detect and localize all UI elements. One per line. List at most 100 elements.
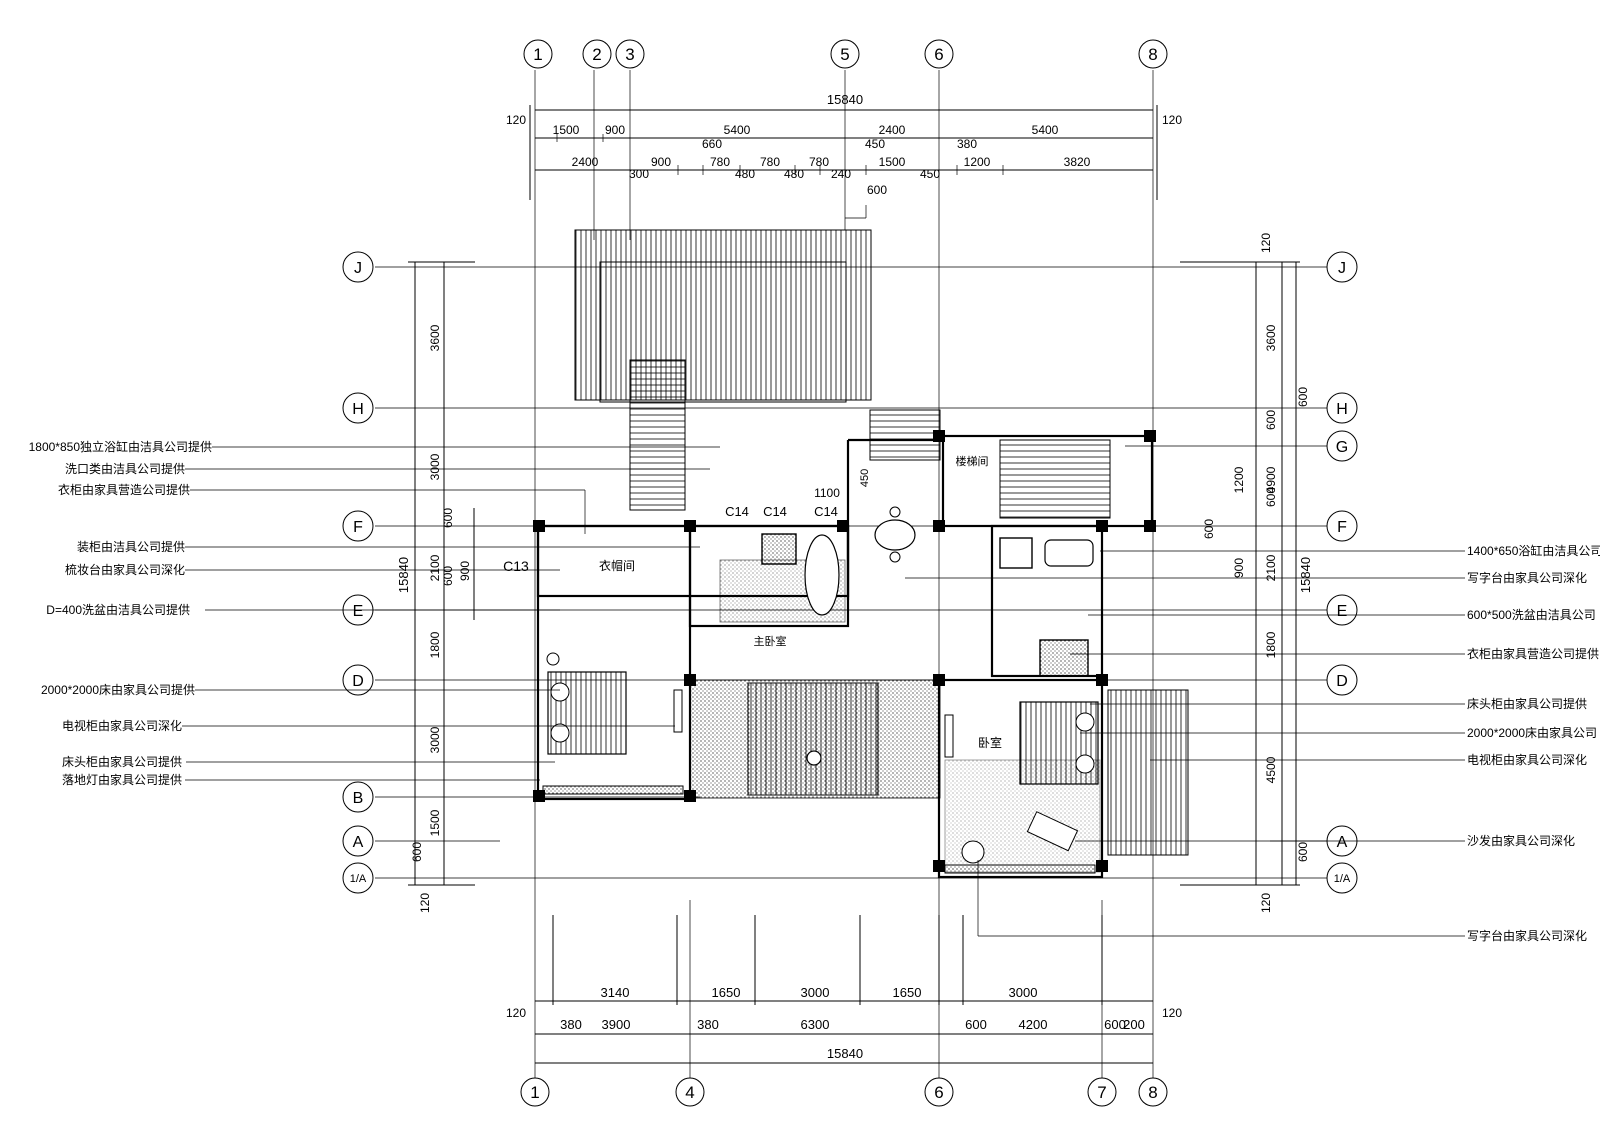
dim-t3-12: 3820 (1064, 155, 1091, 169)
right-tv-cabinet-icon (944, 714, 954, 758)
dim-t2-0: 660 (702, 137, 722, 151)
grid-bottom-4: 4 (685, 1083, 694, 1102)
dim-top-120-right: 120 (1162, 113, 1182, 127)
right-dims-text: 3600 600 600 1200 4900 600 600 900 2100 … (1202, 324, 1310, 862)
dim-t3-9: 1500 (879, 155, 906, 169)
dim-r-2: 600 (1264, 410, 1278, 430)
dim-t1-0: 1500 (553, 123, 580, 137)
dim-r-10: 4500 (1264, 756, 1278, 783)
dim-top-600: 600 (867, 183, 887, 197)
note-right-basin: 600*500洗盆由洁具公司 (1467, 608, 1596, 622)
grid-left-J: J (354, 260, 362, 277)
dim-bot-120-right: 120 (1162, 1006, 1182, 1020)
notes-right: 1400*650浴缸由洁具公司 写字台由家具公司深化 600*500洗盆由洁具公… (1467, 543, 1600, 943)
dim-t3-10: 450 (920, 167, 940, 181)
top-dim-row3: 2400 300 900 780 480 780 480 780 240 150… (572, 155, 1091, 181)
dim-t2-2: 380 (957, 137, 977, 151)
dim-r-0: 3600 (1264, 324, 1278, 351)
room-closet: 衣帽间 (599, 558, 635, 573)
note-left-bed: 2000*2000床由家具公司提供 (41, 682, 195, 697)
dim-b2-6: 600 (1104, 1017, 1126, 1032)
dim-l-4: 900 (458, 561, 472, 581)
grid-bubbles-right: J H G F E D A 1/A (1326, 251, 1358, 894)
dim-t3-6: 480 (784, 167, 804, 181)
dim-b1-0: 3140 (601, 985, 630, 1000)
dim-r-3: 1200 (1232, 466, 1246, 493)
note-right-sofa: 沙发由家具公司深化 (1467, 833, 1575, 848)
grid-left-B: B (353, 790, 364, 807)
note-left-cabinet: 装柜由洁具公司提供 (77, 539, 185, 554)
note-right-desk2: 写字台由家具公司深化 (1467, 928, 1587, 943)
dim-b2-0: 380 (560, 1017, 582, 1032)
left-dims-text: 3600 3000 600 2100 900 600 1800 3000 150… (410, 324, 472, 862)
dim-t3-1: 300 (629, 167, 649, 181)
dim-l-5: 600 (441, 566, 455, 586)
dim-t3-4: 480 (735, 167, 755, 181)
rug-ornament (806, 750, 822, 766)
dim-b2-1: 3900 (602, 1017, 631, 1032)
dim-top-120-left: 120 (506, 113, 526, 127)
grid-top-2: 2 (592, 45, 601, 64)
dim-b1-1: 1650 (712, 985, 741, 1000)
grid-left-F: F (353, 519, 363, 536)
grid-bubbles-bottom: 1 4 6 7 8 (520, 1077, 1168, 1107)
dim-b1-2: 3000 (801, 985, 830, 1000)
dim-r-7: 900 (1232, 558, 1246, 578)
bottom-dim-row2: 380 3900 380 6300 600 4200 600 200 (560, 1017, 1145, 1032)
top-dimensions (529, 105, 1158, 200)
note-left-floorlamp: 落地灯由家具公司提供 (62, 772, 182, 787)
dim-l-1: 3000 (428, 453, 442, 480)
room-bedroom: 卧室 (978, 735, 1002, 750)
dim-b2-3: 6300 (801, 1017, 830, 1032)
bottom-dim-row1: 3140 1650 3000 1650 3000 (601, 985, 1038, 1000)
bottom-dimensions (535, 915, 1153, 1064)
note-left-vanity: 梳妆台由家具公司深化 (65, 562, 185, 577)
dim-r-8: 2100 (1264, 554, 1278, 581)
right-stair (999, 439, 1111, 519)
note-left-tv: 电视柜由家具公司深化 (62, 718, 182, 733)
window-tag-c14-3: C14 (814, 504, 838, 519)
upper-deck (574, 229, 872, 401)
window-tag-c13: C13 (503, 558, 529, 574)
dim-t1-2: 5400 (724, 123, 751, 137)
dim-t3-0: 2400 (572, 155, 599, 169)
dim-t3-3: 780 (710, 155, 730, 169)
grid-right-A: A (1337, 834, 1348, 851)
dim-t3-11: 1200 (964, 155, 991, 169)
dim-b1-3: 1650 (893, 985, 922, 1000)
note-left-washout: 洗口类由洁具公司提供 (65, 461, 185, 476)
dim-b2-7: 200 (1123, 1017, 1145, 1032)
grid-bottom-1: 1 (530, 1083, 539, 1102)
grid-bubbles-top: 1 2 3 5 6 8 (523, 39, 1168, 69)
left-window (542, 785, 684, 795)
shower-box (761, 533, 797, 565)
grid-right-1A: 1/A (1334, 873, 1351, 885)
grid-right-D: D (1336, 673, 1348, 690)
grid-top-8: 8 (1148, 45, 1157, 64)
grid-bottom-6: 6 (934, 1083, 943, 1102)
right-dimensions (1180, 261, 1300, 886)
note-right-bathtub: 1400*650浴缸由洁具公司 (1467, 543, 1600, 558)
dim-bot-120-left: 120 (506, 1006, 526, 1020)
notes-left: 1800*850独立浴缸由洁具公司提供 洗口类由洁具公司提供 衣柜由家具营造公司… (29, 439, 212, 787)
dim-b2-5: 4200 (1019, 1017, 1048, 1032)
top-dim-ticks (556, 134, 1004, 219)
grid-right-E: E (1337, 603, 1348, 620)
note-left-bathtub: 1800*850独立浴缸由洁具公司提供 (29, 439, 212, 454)
bathtub-icon (804, 534, 840, 616)
central-rug (747, 682, 879, 796)
grid-left-D: D (352, 673, 364, 690)
master-tv-cabinet-icon (673, 689, 683, 733)
dim-left-total: 15840 (396, 557, 411, 593)
right-deck (1107, 689, 1189, 856)
grid-lines (375, 70, 1335, 1080)
dim-r-5: 600 (1264, 487, 1278, 507)
grid-left-A: A (353, 834, 364, 851)
dim-overall-top: 15840 (827, 92, 863, 107)
right-toilet-icon (1039, 639, 1089, 677)
dim-inner-450: 450 (859, 469, 871, 487)
dim-r-6: 600 (1202, 519, 1216, 539)
dim-t2-1: 450 (865, 137, 885, 151)
right-bathtub-icon (1044, 539, 1094, 567)
